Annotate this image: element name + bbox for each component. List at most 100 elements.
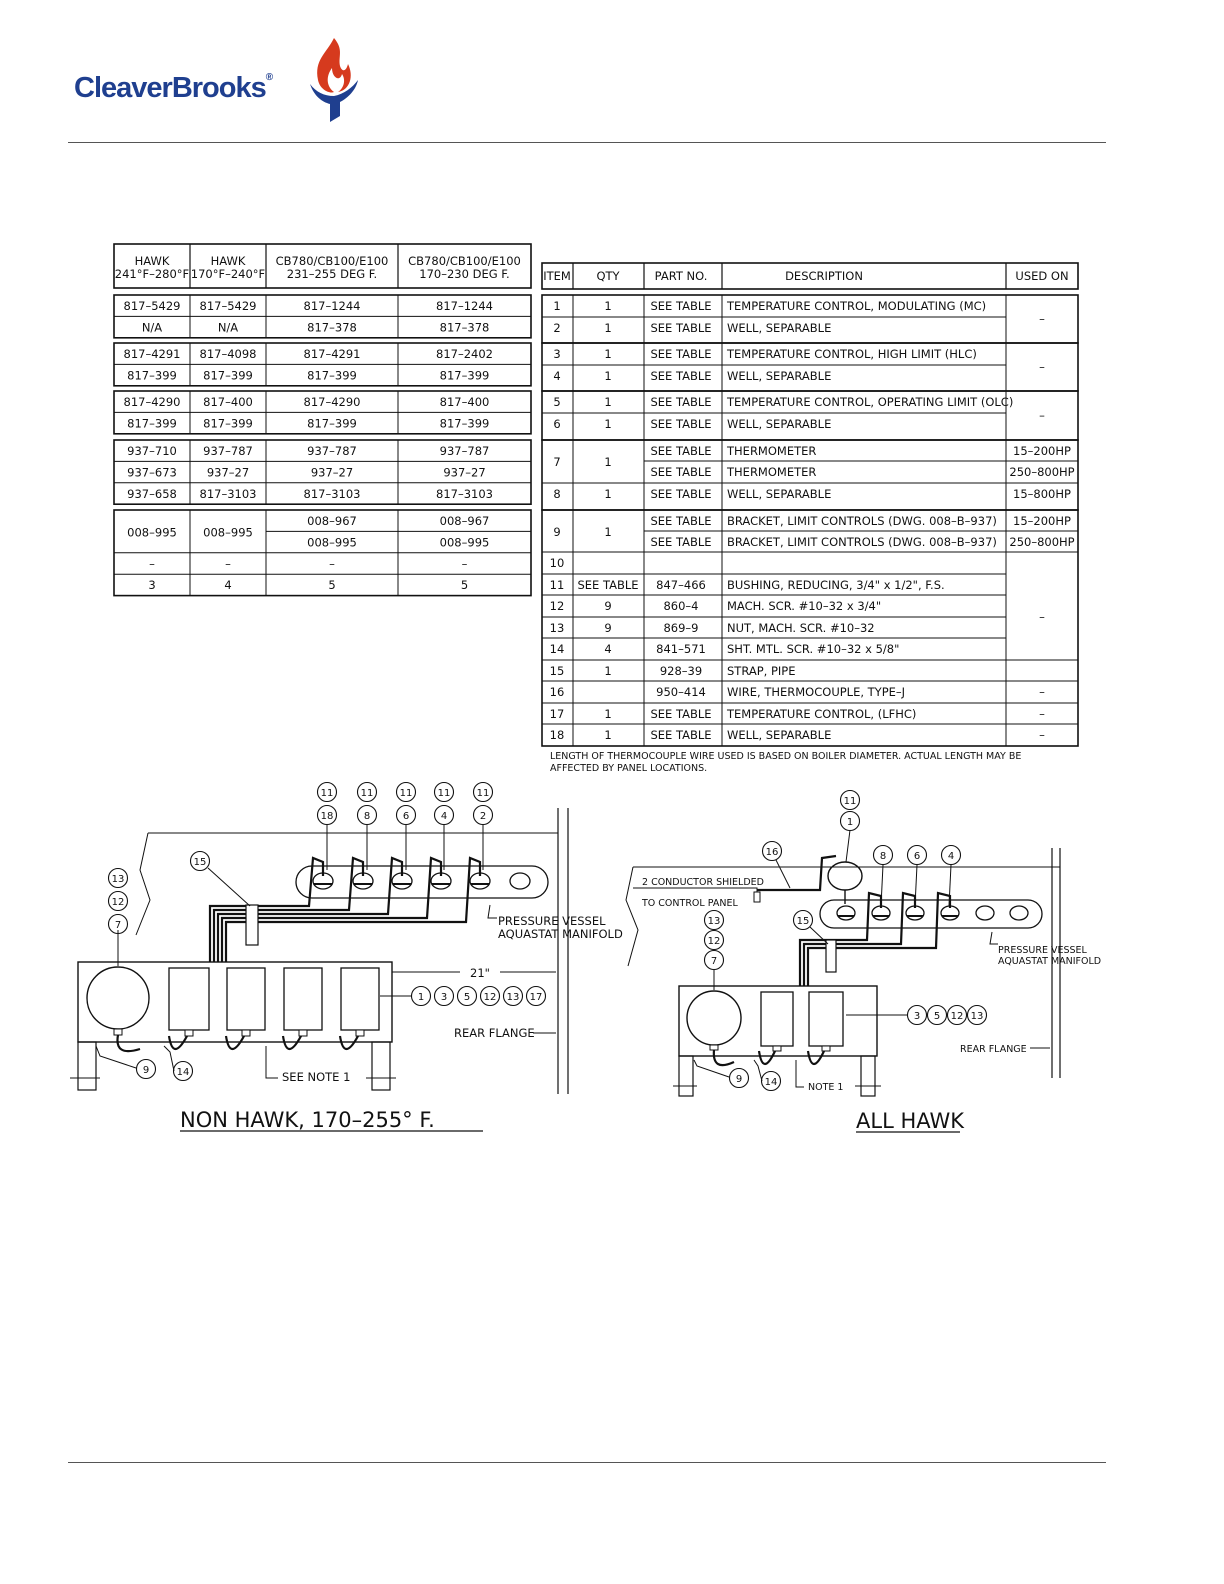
table-cell: 008–967 (440, 514, 490, 528)
table-cell: N/A (218, 320, 238, 334)
parts-cell: 8 (553, 487, 560, 501)
bracket-leg (77, 1041, 97, 1091)
parts-cell: 4 (604, 642, 611, 656)
capillary-tube (802, 891, 917, 986)
balloon-label: 9 (143, 1065, 149, 1076)
parts-cell: 18 (550, 728, 565, 742)
table-cell: 937–710 (127, 444, 177, 458)
parts-cell: TEMPERATURE CONTROL, OPERATING LIMIT (OL… (726, 395, 1013, 409)
balloon-11 (316, 781, 338, 803)
balloon-label: 8 (880, 851, 886, 862)
balloon-label: 1 (847, 817, 853, 828)
balloon-label: 13 (507, 992, 520, 1003)
leader (163, 1045, 175, 1072)
balloon-6 (906, 844, 928, 866)
balloon-label: 5 (464, 992, 470, 1003)
balloon-11 (356, 781, 378, 803)
balloon-13 (107, 867, 129, 889)
balloon-4 (433, 804, 455, 826)
table-cell: 937–673 (127, 465, 177, 479)
parts-cell: 1 (604, 395, 611, 409)
table-cell: 817–1244 (304, 299, 361, 313)
parts-cell: THERMOMETER (726, 465, 816, 479)
leader (753, 1059, 763, 1082)
parts-cell: 15 (550, 664, 565, 678)
balloon-12 (703, 929, 725, 951)
parts-cell: MACH. SCR. #10–32 x 3/4" (727, 599, 881, 613)
parts-cell: WELL, SEPARABLE (727, 417, 831, 431)
table-cell: 817–4290 (124, 395, 181, 409)
table-cell: 817–399 (203, 416, 253, 430)
break-line (135, 832, 151, 936)
temperature-control (283, 967, 323, 1031)
diagram-caption: NON HAWK, 170–255° F. (180, 1108, 435, 1132)
table-cell: 817–4098 (200, 347, 257, 361)
parts-cell: SEE TABLE (650, 321, 711, 335)
balloon-label: 11 (400, 788, 413, 799)
balloon-label: 4 (441, 811, 447, 822)
balloon-label: 7 (115, 920, 121, 931)
thermocouple-wire (757, 854, 837, 892)
leader (693, 1059, 730, 1078)
parts-cell: BRACKET, LIMIT CONTROLS (DWG. 008–B–937) (727, 514, 997, 528)
parts-cell: 1 (604, 664, 611, 678)
table-cell: – (329, 557, 335, 571)
parts-cell: BRACKET, LIMIT CONTROLS (DWG. 008–B–937) (727, 535, 997, 549)
table-cell: 817–4291 (304, 347, 361, 361)
manifold-port (871, 905, 891, 921)
parts-cell: – (1039, 685, 1045, 699)
parts-cell: 1 (553, 299, 560, 313)
capillary-loop (712, 1049, 735, 1067)
aquastat-label: AQUASTAT MANIFOLD (498, 927, 623, 941)
pipe-strap (825, 939, 837, 973)
capillary-loop (224, 1035, 245, 1051)
temperature-control (226, 967, 266, 1031)
table-cell: 817–3103 (200, 487, 257, 501)
control-bracket (77, 961, 393, 1043)
balloon-9 (135, 1058, 157, 1080)
balloon-3 (433, 985, 455, 1007)
manifold-port (1009, 905, 1029, 921)
balloon-label: 13 (971, 1011, 984, 1022)
diagram-caption: ALL HAWK (856, 1109, 965, 1133)
parts-col-header: DESCRIPTION (785, 269, 863, 283)
leader (989, 931, 998, 945)
table-cell: 817–5429 (124, 299, 181, 313)
pressure-vessel-label: PRESSURE VESSEL (998, 945, 1088, 956)
balloon-label: 12 (708, 936, 721, 947)
balloon-3 (906, 1004, 928, 1026)
balloon-5 (926, 1004, 948, 1026)
manifold-port (905, 905, 925, 921)
table-cell: 817–4291 (124, 347, 181, 361)
balloon-11 (839, 789, 861, 811)
capillary-loop (806, 1050, 825, 1066)
parts-cell: 12 (550, 599, 565, 613)
balloon-9 (728, 1067, 750, 1089)
manifold-port (509, 872, 531, 890)
table-cell: 937–27 (311, 465, 353, 479)
parts-cell: 9 (604, 599, 611, 613)
balloon-label: 17 (530, 992, 543, 1003)
parts-cell: TEMPERATURE CONTROL, (LFHC) (726, 707, 916, 721)
table-cell: – (149, 557, 155, 571)
parts-col-header: PART NO. (655, 269, 708, 283)
parts-cell: SHT. MTL. SCR. #10–32 x 5/8" (727, 642, 899, 656)
parts-cell: 928–39 (660, 664, 702, 678)
table-cell: 937–27 (443, 465, 485, 479)
col-header-sub: 170–230 DEG F. (419, 267, 509, 281)
table-cell: 937–787 (440, 444, 490, 458)
parts-cell: 9 (604, 621, 611, 635)
parts-cell: 4 (553, 369, 560, 383)
capillary-tube (220, 856, 443, 962)
parts-cell: TEMPERATURE CONTROL, HIGH LIMIT (HLC) (726, 347, 977, 361)
used-on-dash: – (1039, 312, 1045, 326)
balloon-6 (395, 804, 417, 826)
parts-cell: STRAP, PIPE (727, 664, 796, 678)
balloon-label: 14 (177, 1067, 190, 1078)
parts-cell: 1 (604, 728, 611, 742)
balloon-label: 2 (480, 811, 486, 822)
see-note-label: SEE NOTE 1 (282, 1070, 350, 1084)
balloon-13 (703, 909, 725, 931)
